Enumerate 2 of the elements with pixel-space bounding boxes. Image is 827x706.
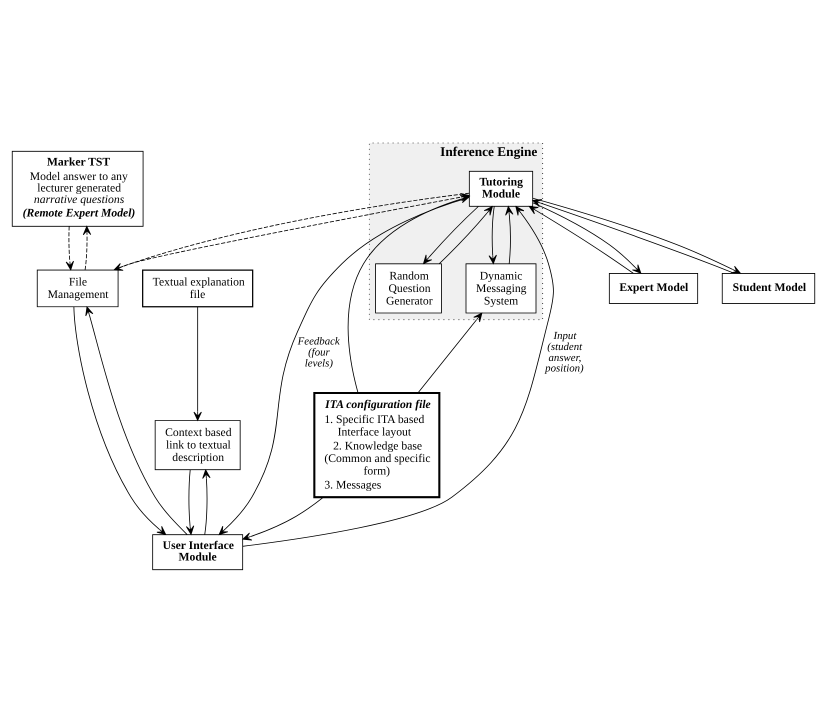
- edge-label: Input (student answer, position): [545, 330, 584, 375]
- edge-label: Feedback (four levels): [298, 336, 340, 370]
